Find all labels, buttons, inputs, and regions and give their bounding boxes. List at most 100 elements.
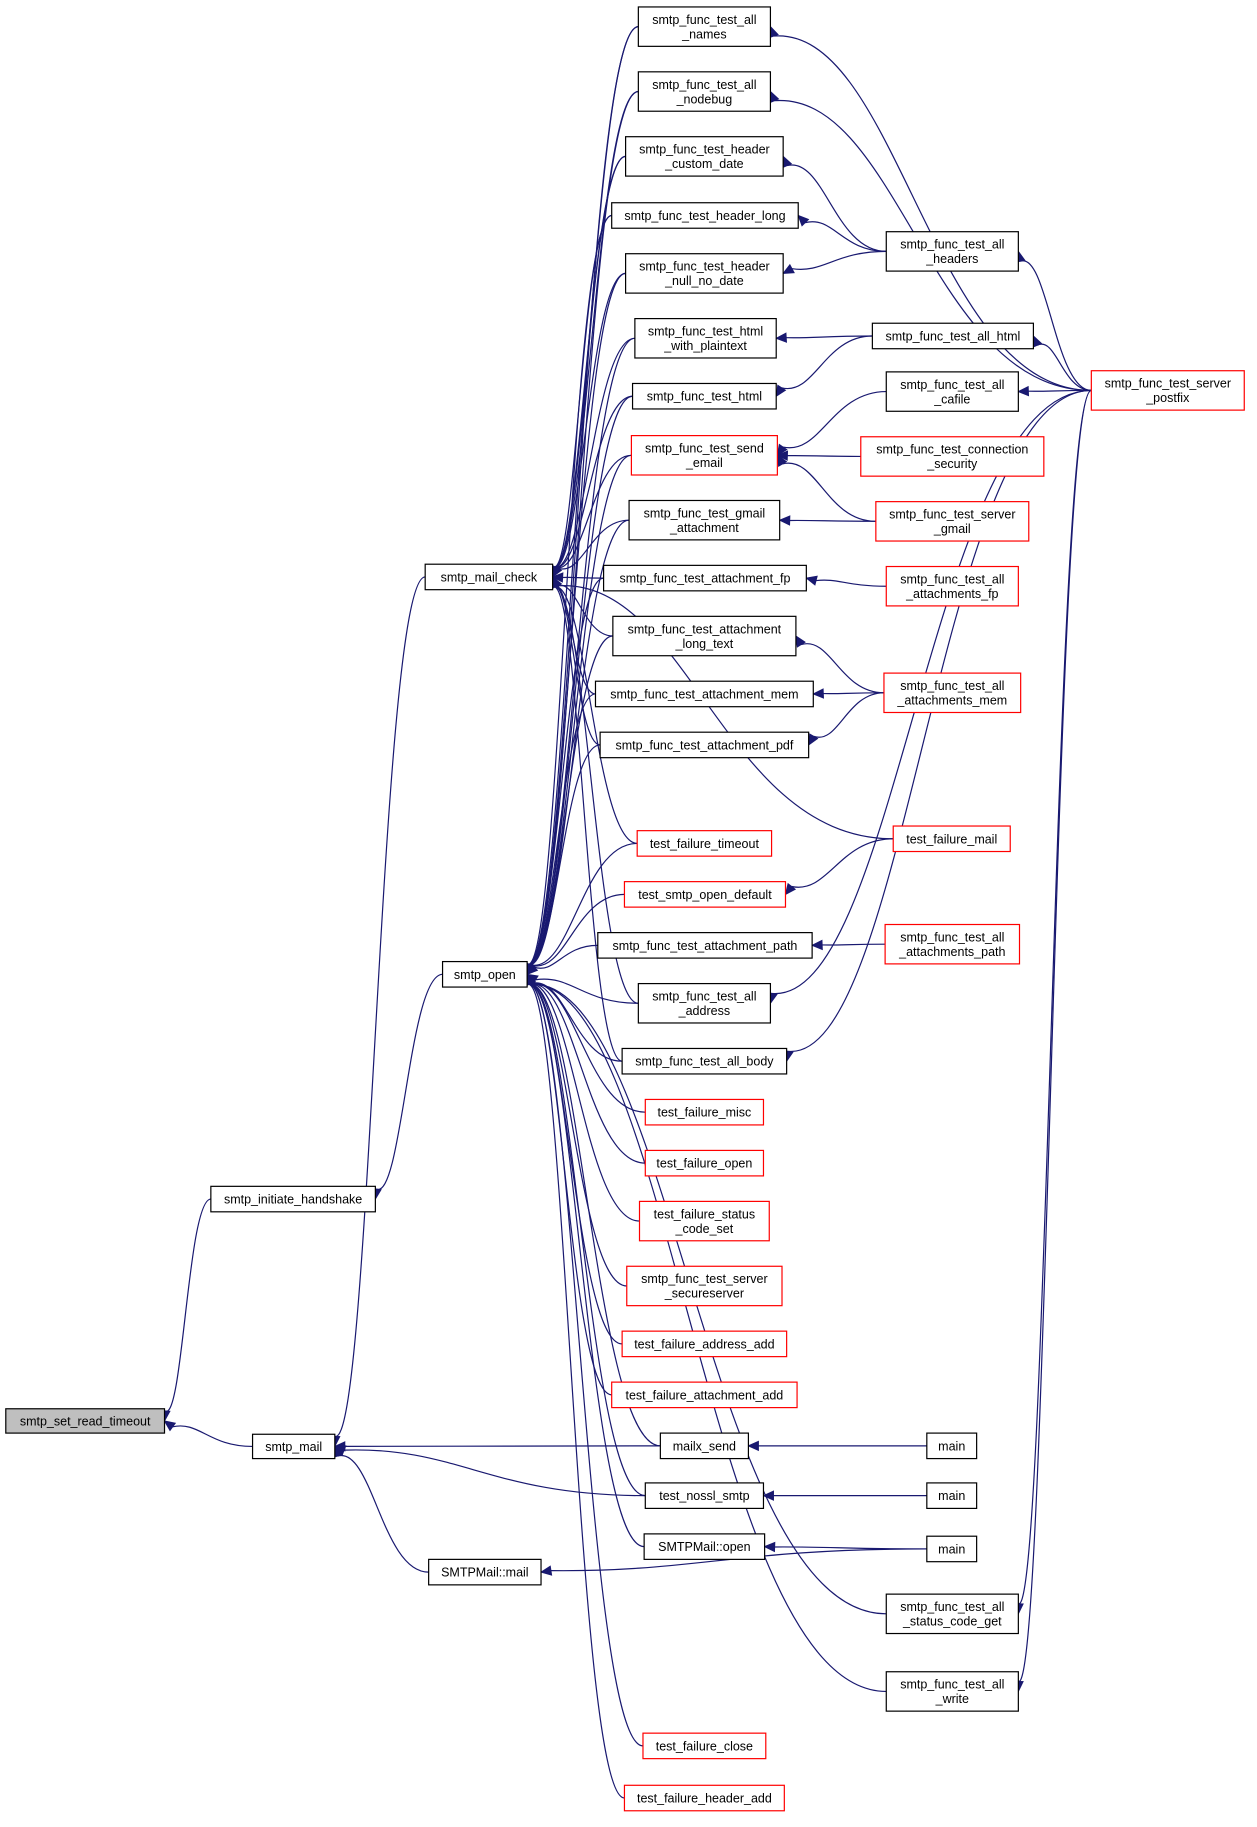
call-edge-attachment-path-to-smtp-open xyxy=(526,944,598,976)
call-edge-all-headers-to-header-null-no-date xyxy=(782,250,887,274)
call-edge-nossl-smtp-to-smtp-mail xyxy=(333,1445,646,1497)
node-smtp-mail[interactable]: smtp_mail xyxy=(251,1433,336,1460)
node-label: _code_set xyxy=(675,1222,734,1236)
node-label: main xyxy=(938,1542,965,1556)
node-attachment-mem[interactable]: smtp_func_test_attachment_mem xyxy=(594,680,814,708)
node-attachment-long-text[interactable]: smtp_func_test_attachment_long_text xyxy=(612,615,797,657)
node-label: smtp_func_test_all_html xyxy=(885,329,1020,343)
call-edge-main-3-to-smtpmail-mail xyxy=(539,1548,927,1576)
node-label: _names xyxy=(681,27,726,41)
node-all-cafile[interactable]: smtp_func_test_all_cafile xyxy=(885,371,1019,412)
node-label: _custom_date xyxy=(664,157,744,171)
node-all-nodebug[interactable]: smtp_func_test_all_nodebug xyxy=(637,71,772,112)
node-mailx-send[interactable]: mailx_send xyxy=(659,1432,750,1460)
node-failure-address-add[interactable]: test_failure_address_add xyxy=(621,1330,788,1358)
node-label: smtp_func_test_all xyxy=(652,13,756,27)
node-label: test_failure_open xyxy=(656,1157,752,1171)
call-edge-main-1-to-mailx-send xyxy=(747,1440,927,1452)
call-edge-header-long-to-smtp-open xyxy=(522,214,612,976)
node-failure-open[interactable]: test_failure_open xyxy=(644,1149,765,1177)
node-label: smtp_func_test_attachment_fp xyxy=(619,572,790,586)
node-failure-misc[interactable]: test_failure_misc xyxy=(644,1098,765,1126)
node-label: smtp_func_test_all xyxy=(900,1678,1004,1692)
node-label: smtp_mail xyxy=(265,1440,322,1454)
node-label: _nodebug xyxy=(676,92,733,106)
node-initiate-handshake[interactable]: smtp_initiate_handshake xyxy=(210,1185,376,1213)
node-header-custom-date[interactable]: smtp_func_test_header_custom_date xyxy=(625,136,784,177)
call-edge-server-postfix-to-all-headers xyxy=(1015,250,1092,392)
node-main-3[interactable]: main xyxy=(926,1535,978,1563)
node-html-with-plaintext[interactable]: smtp_func_test_html_with_plaintext xyxy=(634,317,777,359)
node-label: test_failure_close xyxy=(656,1739,753,1753)
node-server-secureserver[interactable]: smtp_func_test_server_secureserver xyxy=(626,1265,783,1307)
node-all-attachments-fp[interactable]: smtp_func_test_all_attachments_fp xyxy=(885,565,1019,607)
call-edge-initiate-handshake-to-set-read-timeout xyxy=(160,1198,212,1423)
node-main-1[interactable]: main xyxy=(926,1432,978,1460)
call-edge-all-attachments-mem-to-attachment-mem xyxy=(812,688,884,699)
node-label: _with_plaintext xyxy=(663,339,747,353)
node-set-read-timeout[interactable]: smtp_set_read_timeout xyxy=(5,1408,166,1434)
call-edge-all-attachments-path-to-attachment-path xyxy=(810,939,886,951)
node-attachment-pdf[interactable]: smtp_func_test_attachment_pdf xyxy=(599,731,810,759)
node-send-email[interactable]: smtp_func_test_send_email xyxy=(630,435,778,476)
node-label: test_failure_timeout xyxy=(650,837,760,851)
call-edge-server-postfix-to-all-cafile xyxy=(1017,385,1092,397)
node-label: _write xyxy=(935,1692,969,1706)
node-label: smtp_func_test_header xyxy=(639,143,770,157)
node-attachment-fp[interactable]: smtp_func_test_attachment_fp xyxy=(602,564,807,592)
call-edge-attachment-fp-to-mail-check xyxy=(551,572,604,583)
node-label: mailx_send xyxy=(673,1439,736,1453)
node-failure-status-code-set[interactable]: test_failure_status_code_set xyxy=(638,1200,770,1242)
node-label: smtp_func_test_all_body xyxy=(635,1055,774,1069)
call-edge-server-gmail-to-gmail-attachment xyxy=(778,515,876,526)
node-failure-close[interactable]: test_failure_close xyxy=(642,1732,767,1760)
node-header-null-no-date[interactable]: smtp_func_test_header_null_no_date xyxy=(625,253,784,294)
node-mail-check[interactable]: smtp_mail_check xyxy=(424,563,554,591)
node-failure-header-add[interactable]: test_failure_header_add xyxy=(623,1784,785,1812)
node-label: _gmail xyxy=(933,522,971,536)
node-label: _attachments_fp xyxy=(905,587,998,601)
node-all-html[interactable]: smtp_func_test_all_html xyxy=(871,322,1035,350)
node-all-attachments-mem[interactable]: smtp_func_test_all_attachments_mem xyxy=(883,672,1022,714)
node-label: smtp_func_test_all xyxy=(900,238,1004,252)
node-label: _cafile xyxy=(933,392,970,406)
node-label: _attachments_path xyxy=(898,945,1005,959)
node-all-names[interactable]: smtp_func_test_all_names xyxy=(637,6,772,47)
node-label: smtp_initiate_handshake xyxy=(224,1193,362,1207)
node-label: smtp_func_test_server xyxy=(1105,377,1231,391)
node-all-body[interactable]: smtp_func_test_all_body xyxy=(621,1047,788,1075)
node-html[interactable]: smtp_func_test_html xyxy=(631,382,777,410)
node-label: _headers xyxy=(925,252,978,266)
node-open-default[interactable]: test_smtp_open_default xyxy=(623,881,787,908)
node-server-gmail[interactable]: smtp_func_test_server_gmail xyxy=(875,501,1030,542)
node-header-long[interactable]: smtp_func_test_header_long xyxy=(611,202,799,229)
node-nossl-smtp[interactable]: test_nossl_smtp xyxy=(644,1482,765,1510)
node-label: smtp_func_test_all xyxy=(900,1600,1004,1614)
node-server-postfix[interactable]: smtp_func_test_server_postfix xyxy=(1090,370,1245,411)
node-label: _attachment xyxy=(669,521,739,535)
node-label: smtp_func_test_server xyxy=(889,508,1015,522)
node-label: SMTPMail::open xyxy=(658,1540,750,1554)
node-gmail-attachment[interactable]: smtp_func_test_gmail_attachment xyxy=(628,499,781,541)
node-smtpmail-open[interactable]: SMTPMail::open xyxy=(643,1533,766,1560)
call-edge-failure-mail-to-open-default xyxy=(784,838,894,896)
node-all-attachments-path[interactable]: smtp_func_test_all_attachments_path xyxy=(884,923,1021,965)
node-label: smtp_func_test_html xyxy=(647,390,762,404)
node-all-write[interactable]: smtp_func_test_all_write xyxy=(885,1671,1019,1712)
node-smtpmail-mail[interactable]: SMTPMail::mail xyxy=(428,1558,542,1586)
node-smtp-open[interactable]: smtp_open xyxy=(441,960,528,988)
call-edge-server-gmail-to-send-email xyxy=(776,454,876,522)
node-label: smtp_func_test_send xyxy=(645,442,764,456)
node-all-headers[interactable]: smtp_func_test_all_headers xyxy=(885,231,1019,272)
node-label: test_failure_header_add xyxy=(637,1792,772,1806)
node-failure-attachment-add[interactable]: test_failure_attachment_add xyxy=(611,1381,798,1409)
node-failure-mail[interactable]: test_failure_mail xyxy=(892,825,1011,853)
node-failure-timeout[interactable]: test_failure_timeout xyxy=(636,830,773,857)
node-main-2[interactable]: main xyxy=(926,1482,978,1510)
node-connection-security[interactable]: smtp_func_test_connection_security xyxy=(860,436,1045,477)
node-all-address[interactable]: smtp_func_test_all_address xyxy=(637,982,772,1024)
node-attachment-path[interactable]: smtp_func_test_attachment_path xyxy=(597,932,813,959)
node-label: smtp_func_test_header xyxy=(639,260,770,274)
call-edge-connection-security-to-send-email xyxy=(776,450,861,461)
node-all-status-code-get[interactable]: smtp_func_test_all_status_code_get xyxy=(885,1593,1019,1635)
